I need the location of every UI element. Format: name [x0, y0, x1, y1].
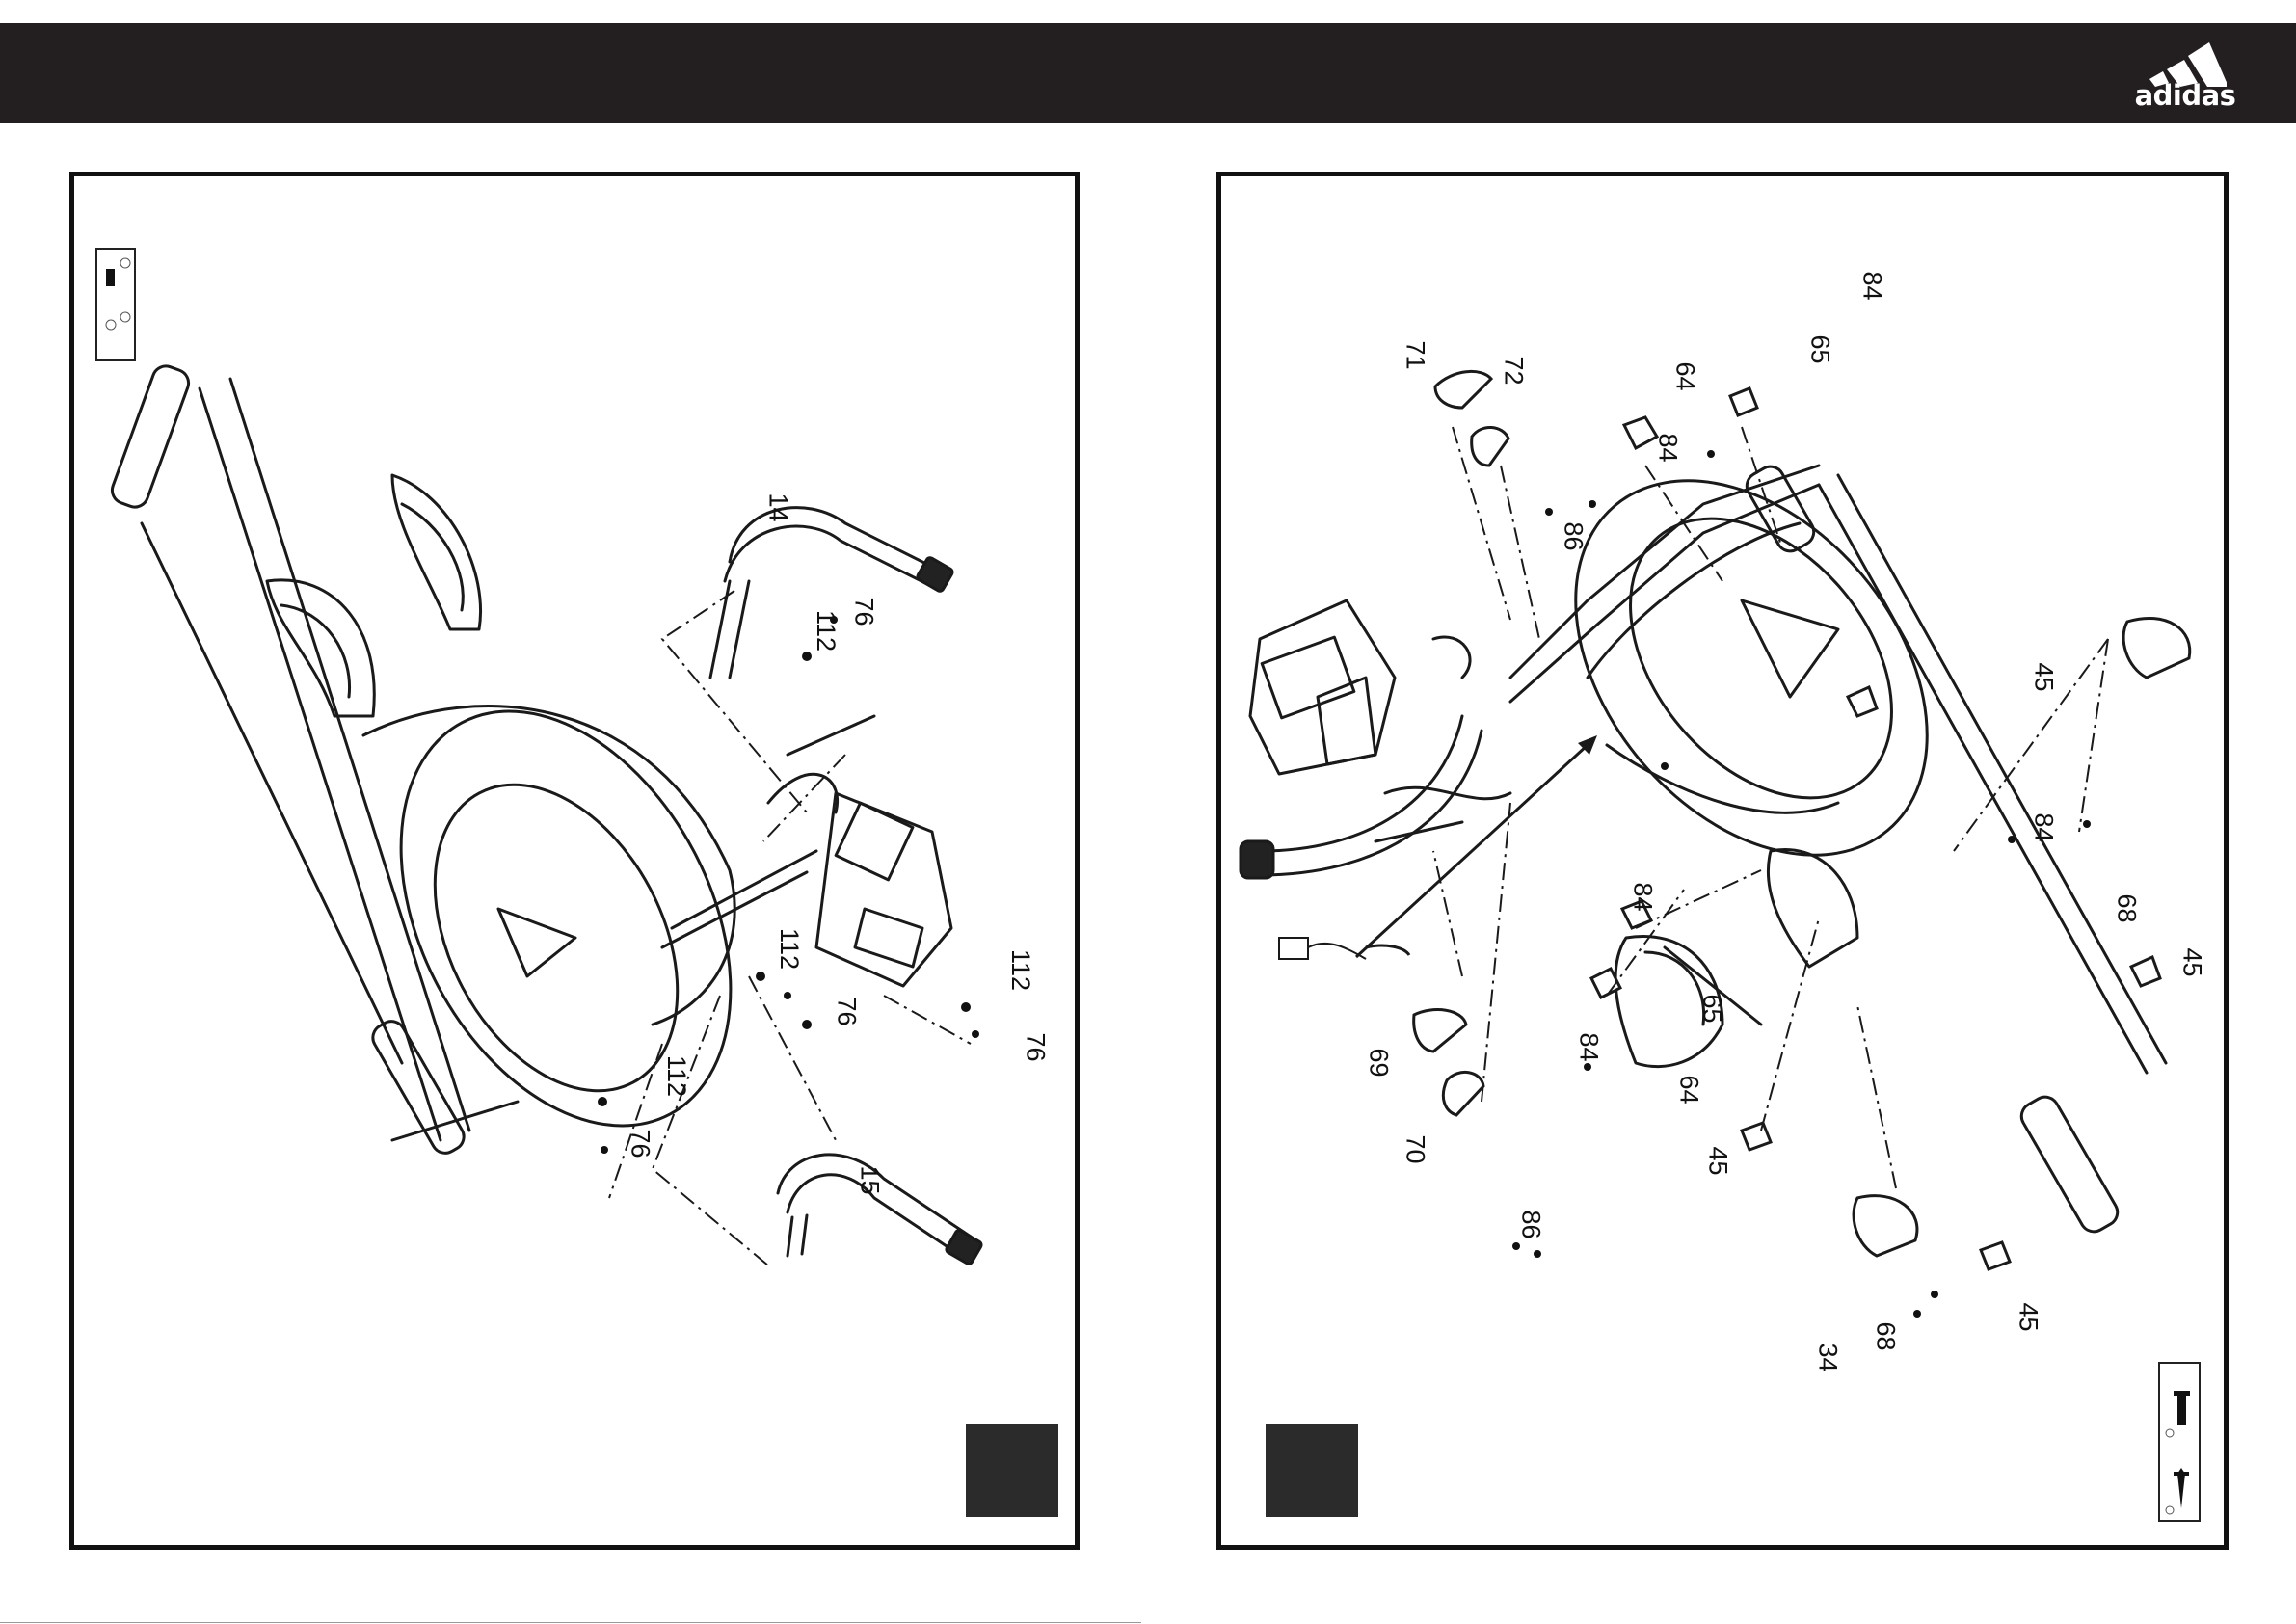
part-callout: 84 [2031, 812, 2057, 841]
part-callout: 68 [2114, 893, 2140, 922]
part-callout: 14 [765, 493, 791, 521]
part-callout: 86 [1561, 521, 1587, 550]
part-callout: 45 [2031, 662, 2057, 691]
part-callout: 64 [1672, 361, 1698, 390]
part-callout: 84 [1655, 433, 1681, 462]
part-callout: 45 [2016, 1302, 2042, 1331]
header-bar: adidas [0, 23, 2296, 123]
part-callout: 76 [851, 597, 877, 626]
footer-rule [0, 1622, 1141, 1623]
part-callout: 86 [1518, 1210, 1544, 1238]
part-callout: 76 [1023, 1032, 1049, 1061]
elliptical-exploded-diagram [74, 176, 1075, 1545]
part-callout: 70 [1402, 1134, 1428, 1163]
part-callout: 72 [1501, 356, 1527, 385]
part-callout: 65 [1807, 334, 1833, 363]
step-number-box [966, 1424, 1058, 1517]
assembly-step-panel-right: 71 72 86 64 84 65 84 45 84 68 45 84 65 8… [1216, 172, 2229, 1550]
elliptical-covers-diagram [1221, 176, 2224, 1545]
step-number-box [1266, 1424, 1358, 1517]
part-callout: 15 [857, 1165, 883, 1194]
hardware-legend [2158, 1362, 2201, 1522]
part-callout: 34 [1815, 1343, 1841, 1371]
part-callout: 112 [813, 610, 839, 652]
adidas-logo: adidas [2132, 39, 2238, 112]
brand-wordmark: adidas [2132, 79, 2238, 112]
part-callout: 84 [1859, 271, 1885, 300]
part-callout: 68 [1873, 1321, 1899, 1350]
part-callout: 76 [627, 1129, 654, 1158]
part-callout: 64 [1676, 1075, 1702, 1104]
part-callout: 112 [776, 928, 802, 970]
part-callout: 45 [2179, 947, 2205, 976]
part-callout: 65 [1699, 994, 1725, 1023]
part-callout: 84 [1576, 1032, 1602, 1061]
part-callout: 69 [1366, 1048, 1392, 1077]
part-callout: 84 [1630, 882, 1656, 911]
part-callout: 71 [1402, 340, 1428, 369]
assembly-step-panel-left: 14 76 112 112 76 112 76 112 76 15 [69, 172, 1080, 1550]
part-callout: 45 [1705, 1146, 1731, 1175]
part-callout: 112 [1007, 949, 1033, 991]
part-callout: 112 [663, 1055, 689, 1097]
part-callout: 76 [834, 997, 860, 1025]
